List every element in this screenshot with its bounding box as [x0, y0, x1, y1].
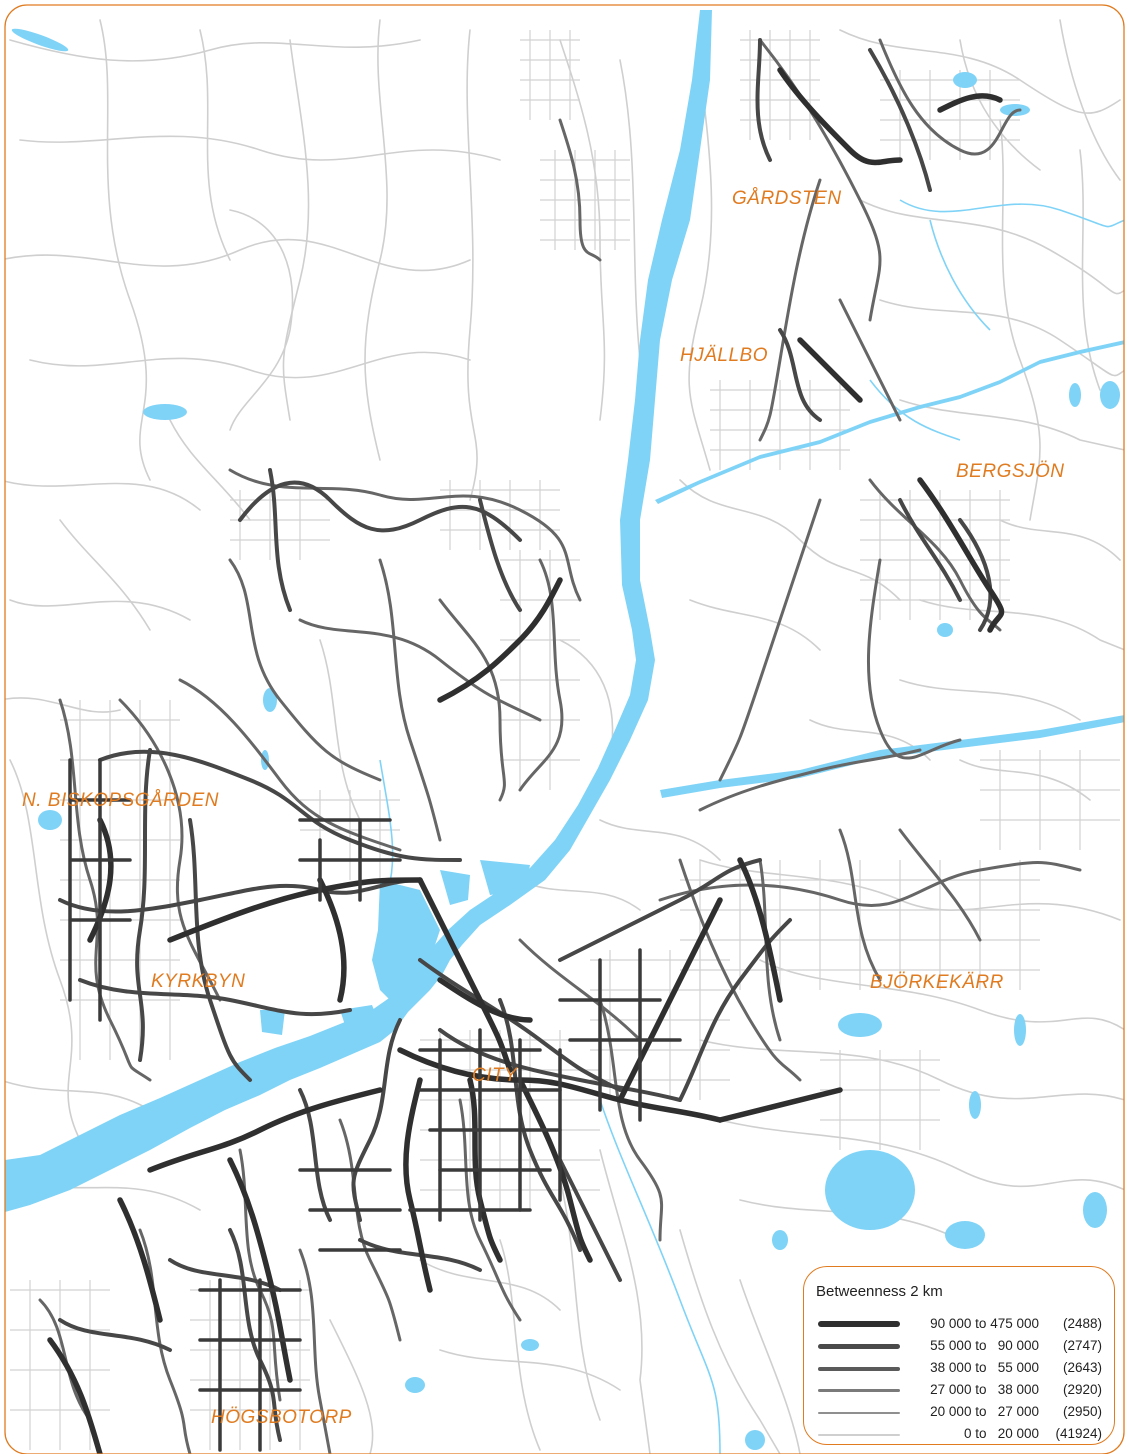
legend-range: 20 000 to 27 000	[930, 1404, 1039, 1419]
minor-roads	[5, 19, 1124, 1454]
legend-range: 38 000 to 55 000	[930, 1360, 1039, 1375]
legend-count: (2488)	[1062, 1316, 1102, 1331]
legend-count: (2920)	[1062, 1382, 1102, 1397]
label-gardsten: GÅRDSTEN	[732, 188, 842, 209]
legend-line-swatch	[818, 1344, 900, 1349]
label-hjallbo: HJÄLLBO	[680, 345, 768, 366]
legend-row: 20 000 to 27 000 (2950)	[812, 1403, 1108, 1423]
legend-title: Betweenness 2 km	[816, 1283, 943, 1300]
legend-range: 55 000 to 90 000	[930, 1338, 1039, 1353]
label-city: CITY	[472, 1065, 518, 1086]
legend-row: 0 to 20 000 (41924)	[812, 1425, 1108, 1445]
legend-row: 27 000 to 38 000 (2920)	[812, 1381, 1108, 1401]
legend-range: 27 000 to 38 000	[930, 1382, 1039, 1397]
legend-line-swatch	[818, 1389, 900, 1392]
label-n-biskopsgarden: N. BISKOPSGÅRDEN	[22, 790, 219, 811]
legend-count: (2643)	[1062, 1360, 1102, 1375]
legend-row: 90 000 to 475 000 (2488)	[812, 1315, 1108, 1335]
legend-count: (41924)	[1055, 1426, 1102, 1441]
streams	[379, 199, 1124, 1454]
label-bergsjon: BERGSJÖN	[956, 461, 1065, 482]
legend: Betweenness 2 km 90 000 to 475 000 (2488…	[803, 1266, 1115, 1445]
legend-count: (2747)	[1062, 1338, 1102, 1353]
legend-line-swatch	[818, 1434, 900, 1436]
major-roads	[38, 38, 1082, 1454]
water-bodies	[5, 10, 1124, 1450]
legend-line-swatch	[818, 1321, 900, 1327]
legend-line-swatch	[818, 1367, 900, 1371]
label-bjorkekarr: BJÖRKEKÄRR	[870, 972, 1004, 993]
label-hogsbotorp: HÖGSBOTORP	[211, 1407, 352, 1428]
label-kyrkbyn: KYRKBYN	[151, 971, 246, 992]
legend-line-swatch	[818, 1412, 900, 1414]
legend-range: 0 to 20 000	[963, 1426, 1039, 1441]
legend-row: 55 000 to 90 000 (2747)	[812, 1337, 1108, 1357]
legend-count: (2950)	[1062, 1404, 1102, 1419]
legend-range: 90 000 to 475 000	[930, 1316, 1039, 1331]
legend-row: 38 000 to 55 000 (2643)	[812, 1359, 1108, 1379]
